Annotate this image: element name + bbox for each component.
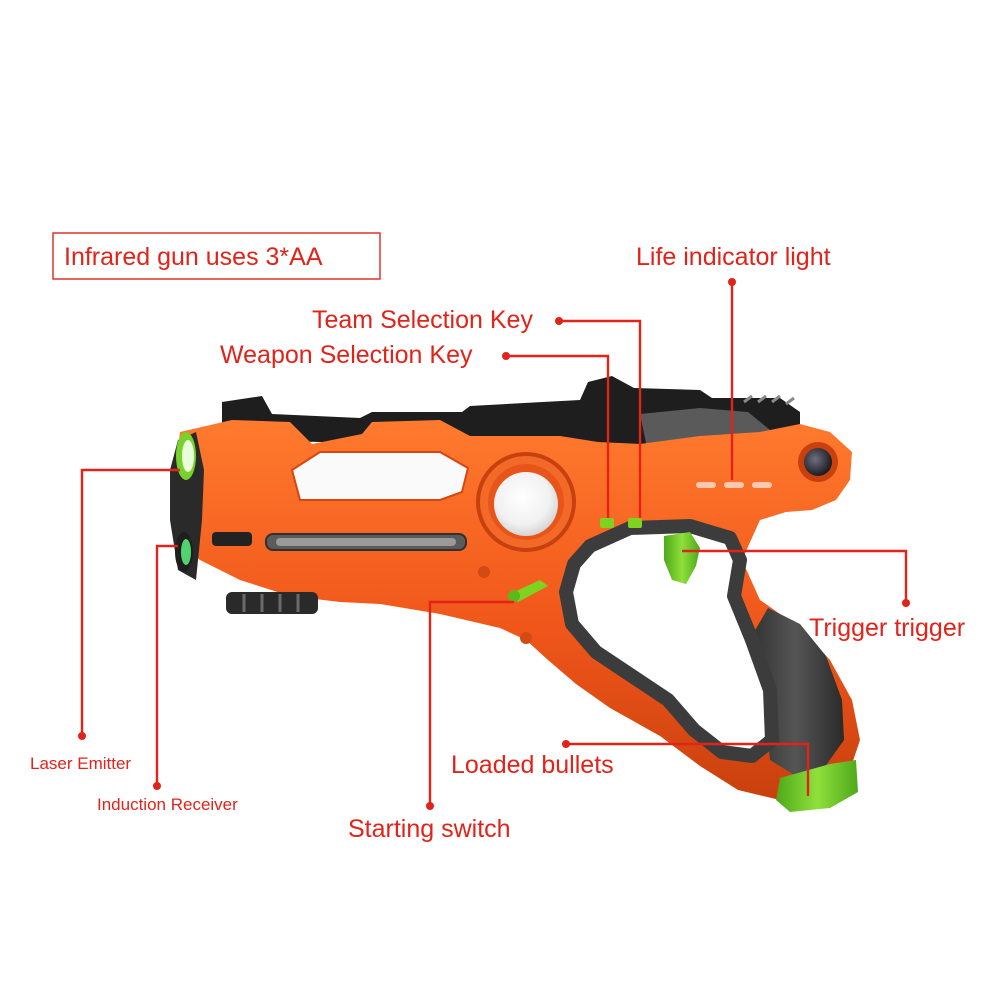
trigger-icon [664, 532, 700, 584]
screw-2 [520, 632, 532, 644]
gun-side-bar-inner [276, 538, 456, 546]
trigger-guard-frame [559, 519, 779, 763]
callout-line-trigger [682, 549, 908, 603]
life-light-3 [752, 482, 772, 488]
label-laser-emitter: Laser Emitter [30, 754, 131, 773]
battery-note-box [52, 232, 381, 280]
label-life-indicator: Life indicator light [636, 243, 831, 271]
grip-bottom-cap [776, 760, 858, 812]
callout-line-weapon [506, 354, 610, 518]
gun-lower-vent [226, 592, 318, 614]
label-weapon-key: Weapon Selection Key [220, 341, 473, 369]
gun-rail-ridges [743, 394, 795, 406]
trigger-guard-opening [582, 542, 742, 738]
life-light-2 [724, 482, 744, 488]
label-loaded-bullets: Loaded bullets [451, 751, 614, 779]
label-team-key: Team Selection Key [312, 306, 533, 334]
gun-side-panel [290, 451, 470, 501]
battery-note: Infrared gun uses 3*AA [52, 232, 381, 280]
callout-line-team [559, 319, 642, 518]
label-trigger: Trigger trigger [809, 614, 965, 642]
induction-receiver-lens [181, 539, 191, 565]
starting-switch-knob [508, 590, 520, 602]
gun-vent-ridges [242, 594, 300, 612]
callout-line-laser [80, 468, 180, 736]
team-selection-key [628, 518, 642, 528]
rear-sensor-lens [804, 448, 832, 476]
callout-lines [78, 278, 910, 810]
callout-line-induction [155, 544, 178, 786]
life-light-1 [696, 482, 716, 488]
callout-line-switch [428, 600, 514, 806]
weapon-selection-key [600, 518, 614, 528]
label-starting-switch: Starting switch [348, 815, 511, 843]
center-dome [494, 472, 558, 536]
battery-note-text: Infrared gun uses 3*AA [64, 243, 323, 271]
label-induction-receiver: Induction Receiver [97, 795, 238, 814]
gun-front-slot [212, 532, 252, 546]
laser-emitter-lens [182, 440, 194, 472]
callout-line-bullets [566, 742, 810, 796]
laser-gun [170, 376, 860, 812]
screw-1 [478, 566, 490, 578]
